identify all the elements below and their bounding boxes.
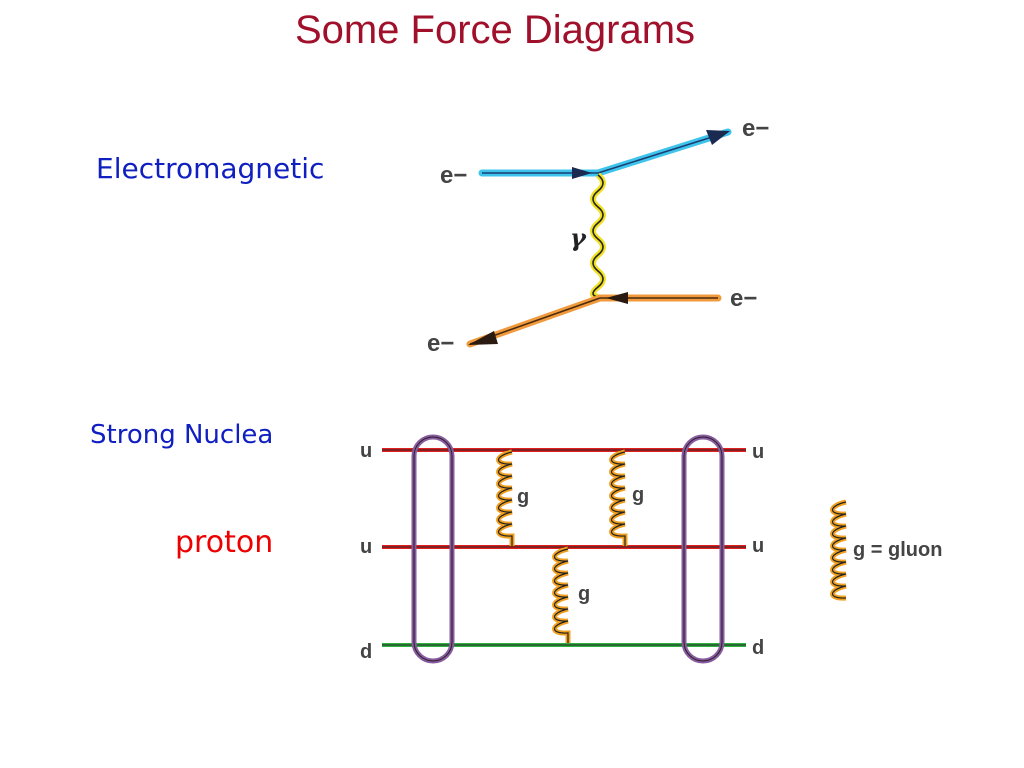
quark-label-right-3: d <box>752 637 764 659</box>
arrow-icon <box>572 167 592 179</box>
em-label-out-top: e− <box>742 115 769 142</box>
electromagnetic-label: Electromagnetic <box>96 152 325 185</box>
proton-label: proton <box>175 525 274 560</box>
gluon-spring-2 <box>609 449 628 546</box>
strong-nuclear-label: Strong Nuclea <box>90 420 274 450</box>
em-diagram: e− e− e− e− γ <box>427 115 769 357</box>
quark-label-right-1: u <box>752 441 764 463</box>
em-label-in-top: e− <box>440 162 467 189</box>
gluon-spring-1 <box>496 449 515 546</box>
slide-title: Some Force Diagrams <box>294 8 696 52</box>
arrow-icon <box>606 292 628 304</box>
photon-label: γ <box>570 223 587 252</box>
em-electron-bottom-line <box>466 292 722 348</box>
arrow-icon <box>468 331 498 345</box>
gluon-spring-3 <box>552 546 571 643</box>
gluon-label-2: g <box>632 484 644 506</box>
gluon-legend-icon <box>830 499 847 601</box>
quark-label-left-2: u <box>360 536 372 558</box>
gluon-label-1: g <box>517 486 529 508</box>
em-label-in-bottom: e− <box>730 285 757 312</box>
quark-label-right-2: u <box>752 535 764 557</box>
gluon-legend-text: g = gluon <box>853 539 942 561</box>
quark-label-left-3: d <box>360 641 372 663</box>
strong-diagram: u u d u u d g g g g = gluon <box>360 434 942 664</box>
em-electron-top-line <box>478 128 732 179</box>
em-label-out-bottom: e− <box>427 330 454 357</box>
gluon-label-3: g <box>578 583 590 605</box>
arrow-icon <box>706 130 730 145</box>
quark-label-left-1: u <box>360 440 372 462</box>
